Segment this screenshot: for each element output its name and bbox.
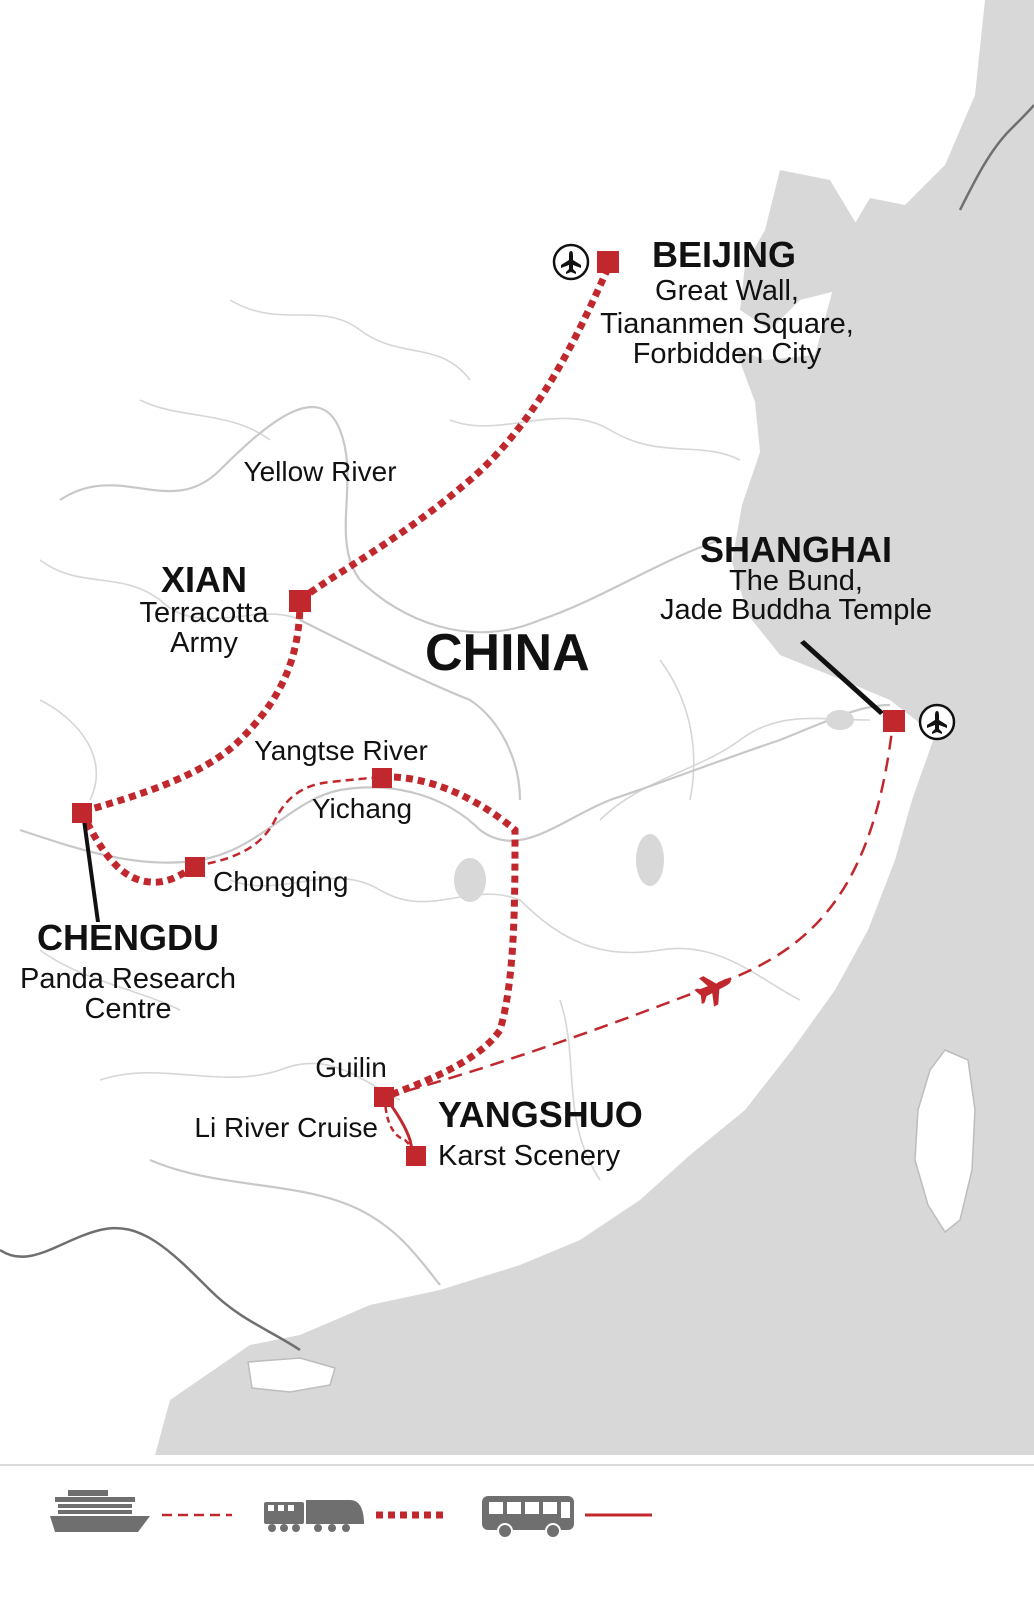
city-label-beijing: BEIJING Great Wall, Tiananmen Square, Fo… [600, 234, 854, 370]
city-name-xian: XIAN [161, 559, 247, 600]
boat-icon [50, 1490, 150, 1532]
city-desc-xian-1: Terracotta [140, 597, 270, 629]
train-route-xian-chengdu [80, 599, 304, 816]
lake-tai [826, 710, 854, 730]
shanghai-pointer [800, 640, 884, 715]
airport-icon-shanghai [918, 703, 956, 741]
country-border [0, 1226, 301, 1352]
train-route-yichang-guilin [381, 773, 519, 1101]
city-label-xian: XIAN Terracotta Army [140, 559, 270, 659]
city-label-chengdu: CHENGDU Panda Research Centre [20, 917, 236, 1025]
city-name-beijing: BEIJING [652, 234, 796, 275]
yellow-river-line [59, 406, 721, 634]
lakes [454, 710, 854, 902]
city-desc-yangshuo-1: Karst Scenery [438, 1140, 621, 1172]
label-yichang: Yichang [312, 793, 412, 824]
city-desc-shanghai-1: The Bund, [729, 565, 863, 597]
label-yellow-river: Yellow River [243, 456, 396, 487]
boat-route-chongqing-yichang [194, 775, 383, 868]
city-label-shanghai: SHANGHAI The Bund, Jade Buddha Temple [660, 529, 932, 626]
city-name-shanghai: SHANGHAI [700, 529, 892, 570]
label-yangtse-river: Yangtse River [254, 735, 428, 766]
bus-icon [482, 1496, 574, 1539]
city-desc-chengdu-1: Panda Research [20, 963, 236, 995]
chengdu-pointer [82, 820, 100, 922]
sea-bohai [740, 170, 860, 330]
marker-guilin[interactable] [374, 1087, 394, 1107]
train-icon [264, 1500, 364, 1532]
island-hainan [247, 1357, 336, 1393]
city-desc-chengdu-2: Centre [84, 993, 171, 1025]
marker-xian[interactable] [289, 590, 311, 612]
train-route-beijing-xian [297, 266, 612, 603]
city-name-chengdu: CHENGDU [37, 917, 219, 958]
province-borders [39, 299, 871, 1181]
marker-chongqing[interactable] [185, 857, 205, 877]
lake-dongting [454, 858, 486, 902]
train-route-chengdu-chongqing [78, 810, 197, 886]
city-desc-beijing-1: Great Wall, [655, 275, 799, 307]
label-pointers [82, 640, 884, 922]
city-desc-beijing-2: Tiananmen Square, [600, 308, 854, 340]
marker-chengdu[interactable] [72, 803, 92, 823]
marker-shanghai[interactable] [883, 710, 905, 732]
island-taiwan [914, 1049, 976, 1234]
sea-areas [155, 0, 1034, 1455]
marker-yangshuo[interactable] [406, 1146, 426, 1166]
legend [50, 1490, 652, 1539]
han-river-line [299, 619, 522, 801]
flight-plane-icon [694, 976, 731, 1007]
sea-east [155, 0, 1034, 1455]
country-border-north [958, 104, 1034, 211]
marker-yichang[interactable] [372, 768, 392, 788]
flight-route-guilin-shanghai [384, 721, 895, 1099]
city-markers [72, 251, 905, 1166]
city-label-yangshuo: YANGSHUO Karst Scenery [438, 1094, 643, 1172]
lake-poyang [636, 834, 664, 886]
label-chongqing: Chongqing [213, 866, 348, 897]
label-guilin: Guilin [315, 1052, 387, 1083]
city-desc-beijing-3: Forbidden City [633, 338, 822, 370]
pearl-river-line [149, 1158, 441, 1286]
country-label: CHINA [425, 624, 590, 682]
marker-beijing[interactable] [597, 251, 619, 273]
city-desc-xian-2: Army [170, 627, 238, 659]
airport-icon-beijing [552, 243, 590, 281]
label-li-river-cruise: Li River Cruise [194, 1112, 378, 1143]
city-desc-shanghai-2: Jade Buddha Temple [660, 594, 932, 626]
city-name-yangshuo: YANGSHUO [438, 1094, 643, 1135]
